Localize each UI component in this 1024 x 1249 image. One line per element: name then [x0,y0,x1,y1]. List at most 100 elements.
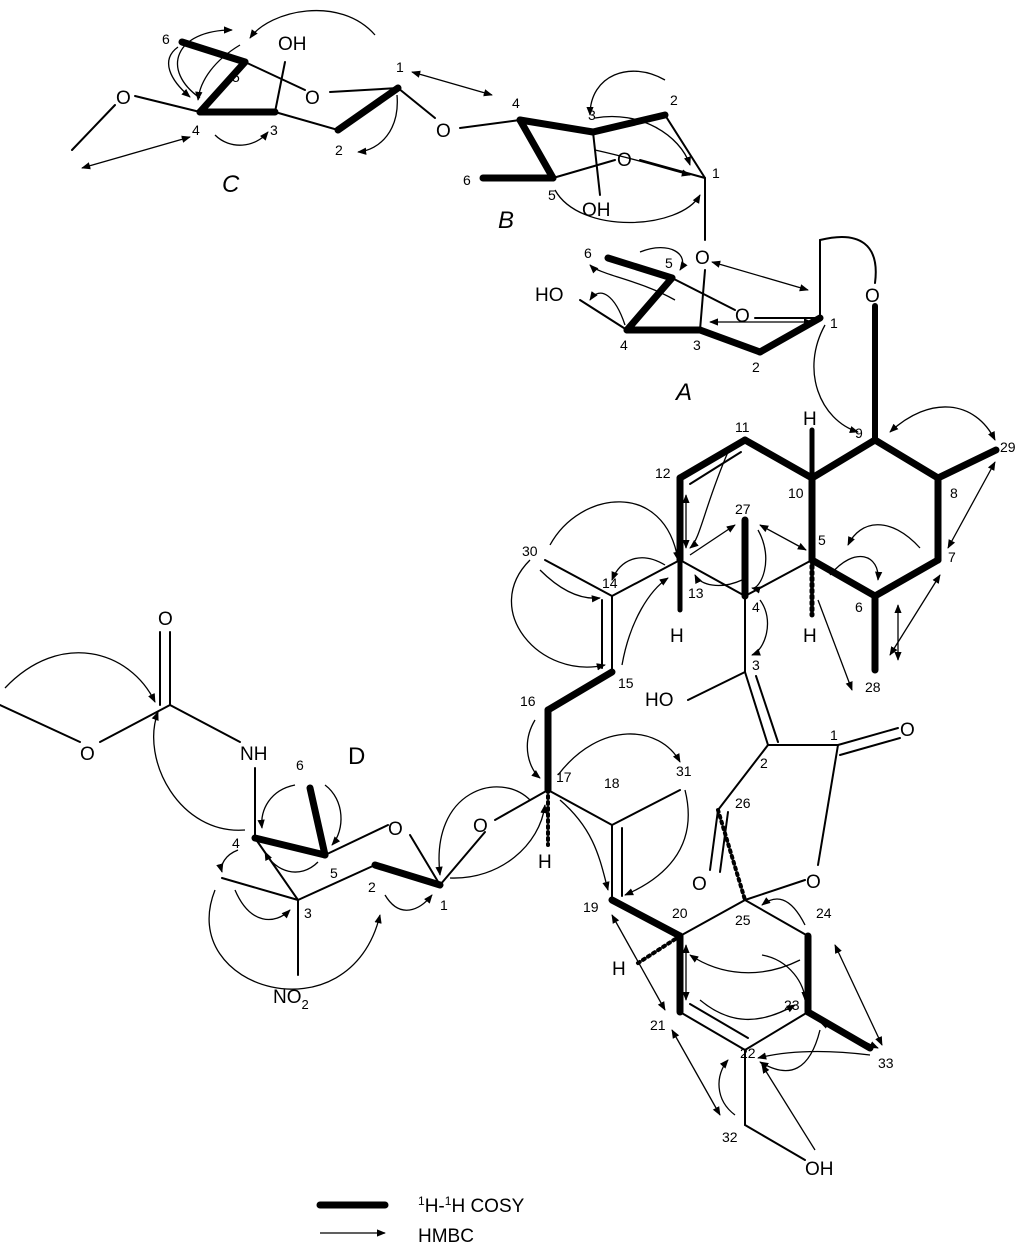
label-d-1: 1 [440,897,448,913]
label-ag-31: 31 [676,763,692,779]
hmbc-c16-c17 [526,719,541,779]
cosy-b3-b2 [589,111,669,136]
hmbc-c13-c27 [689,524,736,556]
label-d-3: 3 [304,905,312,921]
bond-nh-carb [169,704,241,743]
hmbc-c-1 [176,26,233,99]
label-ag-2: 2 [760,755,768,771]
bond-c4-ome [134,95,201,113]
cosy-a6-a5 [604,254,676,282]
legend-cosy-suffix: H COSY [451,1196,524,1217]
bond-d5-o [324,824,389,856]
hmbc-c-4 [249,9,376,39]
cosy-d1-d2 [371,861,444,889]
cosy-c7-c6 [871,556,942,600]
bond-c1-o-link [397,87,436,119]
atom-h17: H [538,852,552,873]
hmbc-c21-c23 [699,999,796,1021]
bond-c18-c31 [611,789,681,826]
hmbc-b-2 [594,115,691,166]
hmbc-c17-d1 [435,786,531,876]
label-c-6: 6 [162,31,170,47]
cosy-b4-b5 [516,116,557,182]
bond-c1-o [837,727,899,746]
label-ag-30: 30 [522,543,538,559]
atom-lactone-o: O [806,872,821,893]
label-c-2: 2 [335,142,343,158]
hmbc-c5-c6 [829,555,883,581]
atom-glycosidic-o-cb: O [436,121,451,142]
bond-c14-c30 [544,559,613,597]
bond-c3-c2 [744,671,769,746]
hmbc-c-3 [168,46,191,98]
bond-oring-c25 [744,879,806,901]
hmbc-c24-c25 [761,897,806,926]
bond-c3-oh [687,671,746,701]
label-ag-29: 29 [1000,439,1016,455]
label-ag-17: 17 [556,769,572,785]
hmbc-a-1 [589,264,676,301]
cosy-a2-a1 [756,314,824,356]
label-a-3: 3 [693,337,701,353]
label-ag-5: 5 [818,532,826,548]
bond-a3-o-up [699,269,706,331]
label-c-3: 3 [270,122,278,138]
hmbc-c17-c31 [557,733,681,776]
hmbc-d-ome-carb [4,652,156,703]
bond-o-d1 [439,831,486,886]
atom-d-ring-o: O [388,819,403,840]
noe-c21-c32 [671,1029,721,1116]
label-ag-27: 27 [735,501,751,517]
cosy-a5-a4 [623,274,676,334]
noe-c4-ome [81,135,191,170]
atom-a4-ho: HO [535,285,564,306]
bond-c24-c25 [744,899,809,937]
bond-c20-h-hash [633,934,682,967]
atom-c3-ho: HO [645,690,674,711]
atom-d-glycosidic-o: O [473,816,488,837]
bond-a4-ho [579,299,628,331]
hmbc-c-5 [214,131,269,146]
bond-c22-c23 [744,1011,809,1051]
atom-c4-ome-o: O [116,88,131,109]
atom-h20: H [612,959,626,980]
hmbc-a-3 [589,291,626,326]
label-ag-16: 16 [520,693,536,709]
label-ag-21: 21 [650,1017,666,1033]
bond-ome-ch3 [71,104,116,151]
hmbc-c27-c13 [694,574,743,587]
label-a-5: 5 [665,255,673,271]
noe-c27-c5 [759,524,807,551]
bond-c11-c12-double [689,451,742,485]
label-b-5: 5 [548,187,556,203]
label-ag-19: 19 [583,899,599,915]
bond-c1-oring [817,744,839,866]
label-ag-3: 3 [752,657,760,673]
label-c-4: 4 [192,122,200,138]
atom-c32-oh: OH [805,1159,834,1180]
bond-c25-c20 [679,899,746,937]
atom-carb-o-single: O [80,744,95,765]
atom-h10: H [803,409,817,430]
label-b-2: 2 [670,92,678,108]
hmbc-c27-c3 [751,599,769,656]
cosy-d5-d6 [306,784,329,859]
ring-label-d: D [348,743,365,770]
cosy-a3-a2 [696,326,764,356]
atom-no2-main: NO [273,987,302,1008]
label-ag-1: 1 [830,727,838,743]
ring-label-a: A [674,379,692,406]
bond-c32-oh [744,1124,806,1161]
hmbc-d5-d4 [264,851,319,873]
noe-a5-a1 [711,260,809,292]
bond-c1-o-double [839,737,901,756]
label-ag-23: 23 [784,997,800,1013]
sugar-c: 6 5 4 3 2 1 OH O O O C [71,9,493,198]
label-ag-11: 11 [735,419,750,435]
atom-a-ring-o: O [735,306,750,327]
hmbc-d6-d5 [324,784,342,846]
aglycone: H H H HO O O O [510,303,1016,1180]
noe-c19-c21 [611,914,666,1011]
atom-glycosidic-o-ba: O [695,248,710,269]
